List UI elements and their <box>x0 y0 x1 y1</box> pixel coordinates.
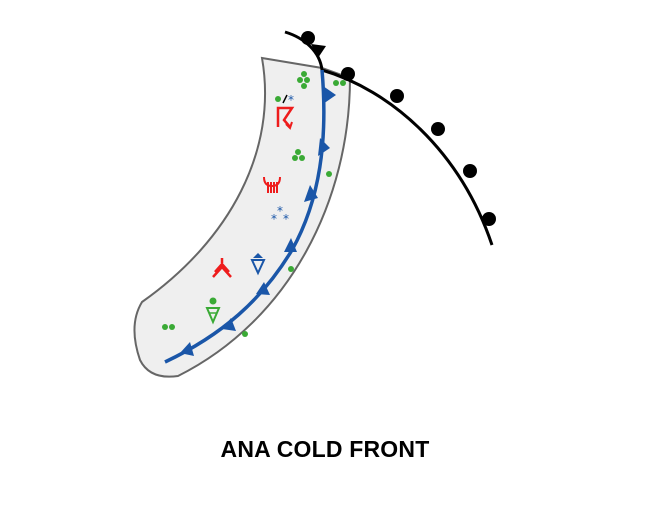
cold-front-triangle <box>180 342 194 356</box>
svg-text:*: * <box>283 212 289 226</box>
rain-dots <box>162 71 346 337</box>
warm-front-semicircle <box>301 31 315 45</box>
cold-front <box>164 69 336 364</box>
thunderstorm-icon <box>276 106 295 130</box>
cold-front-triangle <box>323 86 336 104</box>
cold-front-triangle <box>284 238 297 252</box>
freezing-rain-icon <box>263 176 281 193</box>
hail-shower-icon <box>250 253 266 276</box>
svg-text:*: * <box>277 204 283 218</box>
warm-front-semicircle <box>341 67 355 81</box>
cold-front-triangle <box>222 318 236 331</box>
warm-front-semicircle <box>390 89 404 103</box>
warm-front-semicircle <box>431 122 445 136</box>
cold-front-triangle <box>318 138 330 156</box>
svg-text:*: * <box>271 212 277 226</box>
cold-front-triangle <box>256 282 270 295</box>
cloud-band <box>133 56 352 378</box>
diagram-title: ANA COLD FRONT <box>220 436 430 462</box>
rain-snow-mix-icon: * <box>275 93 294 107</box>
warm-front-semicircle <box>482 212 496 226</box>
turbulence-icon <box>212 258 232 278</box>
cold-front-triangle <box>304 185 318 202</box>
occluded-front <box>284 30 496 246</box>
cold-front-triangle <box>311 44 326 58</box>
rain-shower-icon <box>205 297 221 325</box>
svg-text:*: * <box>288 93 294 107</box>
snow-icon: *** <box>271 204 289 226</box>
warm-front-semicircle <box>463 164 477 178</box>
